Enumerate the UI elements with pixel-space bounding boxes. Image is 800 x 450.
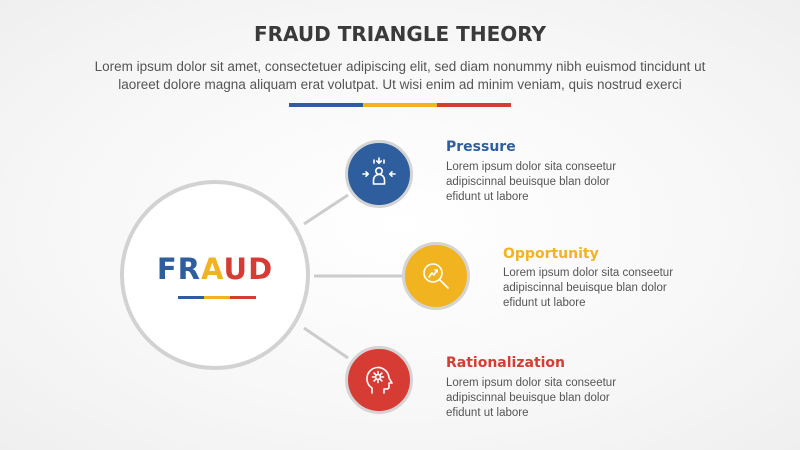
rationalization-title: Rationalization bbox=[446, 355, 566, 371]
title-underline-blue bbox=[289, 103, 363, 107]
description-line: Lorem ipsum dolor sita conseetur bbox=[446, 161, 617, 173]
description-line: efidunt ut labore bbox=[446, 407, 529, 419]
opportunity-title: Opportunity bbox=[503, 246, 599, 262]
fraud-label: FRAUD bbox=[120, 252, 310, 286]
opportunity-description: Lorem ipsum dolor sita conseetur adipisc… bbox=[503, 266, 703, 311]
pressure-node bbox=[345, 140, 413, 208]
description-line: Lorem ipsum dolor sita conseetur bbox=[446, 377, 617, 389]
pressure-description: Lorem ipsum dolor sita conseetur adipisc… bbox=[446, 160, 646, 205]
connector-pressure bbox=[303, 193, 349, 226]
description-line: efidunt ut labore bbox=[446, 191, 529, 203]
page-title: FRAUD TRIANGLE THEORY bbox=[253, 22, 547, 46]
fraud-underline-red bbox=[230, 296, 256, 299]
fraud-underline-yellow bbox=[204, 296, 230, 299]
title-underline-yellow bbox=[363, 103, 437, 107]
fraud-underline-blue bbox=[178, 296, 204, 299]
description-line: adipiscinnal beuisque blan dolor bbox=[446, 176, 610, 188]
title-underline-red bbox=[437, 103, 511, 107]
pressure-title: Pressure bbox=[446, 139, 516, 155]
fraud-main-circle bbox=[120, 180, 310, 370]
fraud-letters-fr: FR bbox=[156, 252, 201, 286]
description-line: efidunt ut labore bbox=[503, 297, 586, 309]
rationalization-node bbox=[345, 346, 413, 414]
connector-rationalization bbox=[303, 326, 349, 360]
head-gear-icon bbox=[366, 366, 393, 394]
opportunity-node bbox=[402, 242, 470, 310]
fraud-letters-ud: UD bbox=[223, 252, 274, 286]
rationalization-description: Lorem ipsum dolor sita conseetur adipisc… bbox=[446, 376, 646, 421]
description-line: adipiscinnal beuisque blan dolor bbox=[503, 282, 667, 294]
subtitle-line: Lorem ipsum dolor sit amet, consectetuer… bbox=[94, 59, 706, 74]
magnifier-growth-icon bbox=[423, 263, 449, 289]
pressure-person-icon bbox=[362, 157, 396, 185]
fraud-letter-a: A bbox=[200, 252, 224, 286]
subtitle-line: laoreet dolore magna aliquam erat volutp… bbox=[118, 77, 682, 92]
page-subtitle: Lorem ipsum dolor sit amet, consectetuer… bbox=[50, 58, 750, 94]
description-line: Lorem ipsum dolor sita conseetur bbox=[503, 267, 674, 279]
description-line: adipiscinnal beuisque blan dolor bbox=[446, 392, 610, 404]
